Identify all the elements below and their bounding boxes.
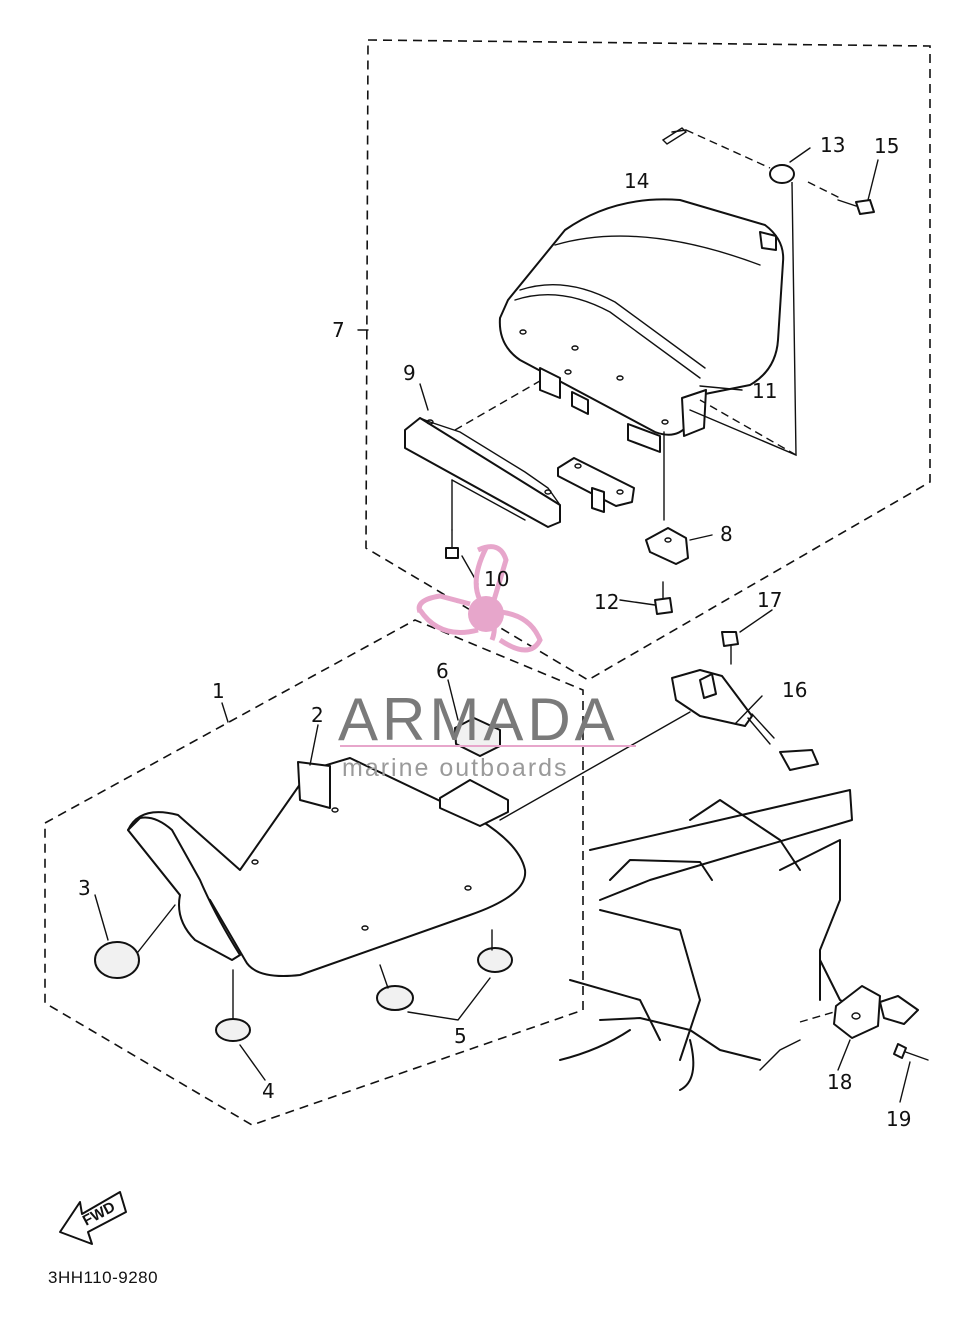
collar-13 — [769, 164, 795, 184]
callout-13: 13 — [820, 133, 845, 157]
callout-18: 18 — [827, 1070, 852, 1094]
damper-3 — [94, 904, 176, 979]
frame — [559, 789, 861, 1091]
callout-4: 4 — [262, 1079, 275, 1103]
front-seat — [127, 757, 527, 977]
diagram-part-number: 3HH110-9280 — [48, 1268, 158, 1287]
bolt-17 — [721, 631, 739, 665]
callout-15: 15 — [874, 134, 899, 158]
callout-19: 19 — [886, 1107, 911, 1131]
callout-9: 9 — [403, 361, 416, 385]
front-seat-group-outline — [44, 619, 584, 1126]
callout-6: 6 — [436, 659, 449, 683]
screw-15 — [837, 199, 875, 215]
screw-19 — [893, 1043, 929, 1061]
watermark-brand-name: ARMADA — [338, 686, 619, 753]
callout-14: 14 — [624, 169, 649, 193]
center-bracket — [557, 457, 635, 513]
callout-16: 16 — [782, 678, 807, 702]
bracket-rail — [404, 417, 561, 528]
callout-17: 17 — [757, 588, 782, 612]
bracket-8 — [645, 527, 689, 565]
damper-4 — [215, 969, 251, 1042]
callout-8: 8 — [720, 522, 733, 546]
fwd-arrow-icon — [59, 1191, 127, 1245]
damper-5a — [376, 964, 414, 1011]
callout-1: 1 — [212, 679, 225, 703]
watermark-tagline: marine outboards — [342, 754, 569, 782]
callout-2: 2 — [311, 703, 324, 727]
seat-lock-cable — [671, 669, 819, 771]
bolt-12 — [654, 581, 673, 615]
callout-11: 11 — [752, 379, 777, 403]
callout-3: 3 — [78, 876, 91, 900]
rear-seat-group-outline — [365, 39, 931, 681]
callout-7: 7 — [332, 318, 345, 342]
callout-12: 12 — [594, 590, 619, 614]
key-lock-18 — [833, 985, 919, 1039]
armada-logo — [416, 544, 543, 653]
leader-lines — [94, 129, 911, 1103]
rear-seat — [498, 198, 785, 453]
screw-10 — [445, 529, 459, 559]
damper-5b — [477, 929, 513, 973]
callout-5: 5 — [454, 1024, 467, 1048]
callout-10: 10 — [484, 567, 509, 591]
